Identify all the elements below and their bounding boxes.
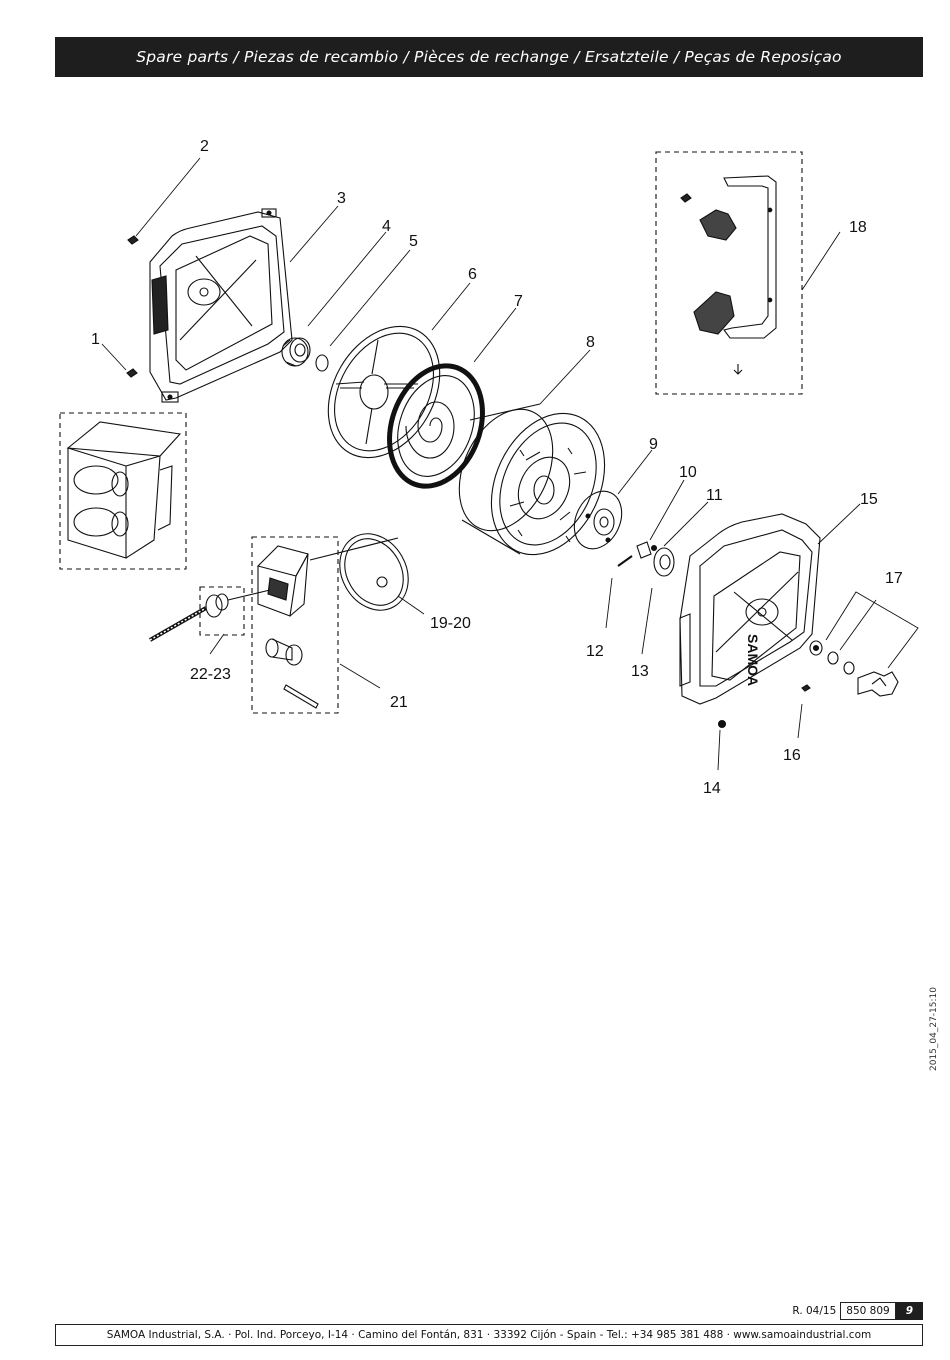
screw-part [126, 235, 139, 378]
fittings-parts [717, 640, 899, 729]
revision-label: R. 04/15 [792, 1305, 837, 1317]
hose-connector-kit [149, 586, 271, 642]
callout-8: 8 [586, 334, 595, 351]
hose-part [309, 533, 409, 611]
callout-22-23: 22-23 [190, 666, 231, 683]
page-header: Spare parts / Piezas de recambio / Pièce… [55, 37, 923, 77]
company-address: SAMOA Industrial, S.A. · Pol. Ind. Porce… [106, 1329, 872, 1341]
callout-10: 10 [679, 464, 697, 481]
callout-2: 2 [200, 138, 209, 155]
right-housing-part: SAMOA [679, 513, 821, 705]
revision-row: R. 04/15 850 809 9 [792, 1302, 923, 1320]
callout-16: 16 [783, 747, 801, 764]
callout-13: 13 [631, 663, 649, 680]
callout-11: 11 [706, 487, 723, 504]
small-shaft-parts [617, 541, 675, 577]
drum-part [458, 403, 606, 556]
header-title: Spare parts / Piezas de recambio / Pièce… [136, 48, 842, 66]
callout-labels: 1 2 3 4 5 6 7 8 9 10 11 12 13 14 15 16 1… [91, 138, 903, 797]
page-number: 9 [895, 1302, 923, 1320]
callout-1: 1 [91, 331, 100, 348]
company-address-footer: SAMOA Industrial, S.A. · Pol. Ind. Porce… [55, 1324, 923, 1346]
bushing-part [281, 337, 311, 367]
housing-logo: SAMOA [745, 634, 761, 686]
callout-21: 21 [390, 694, 408, 711]
mounting-bracket-kit [655, 151, 803, 395]
hub-plate-part [573, 490, 623, 550]
roller-guide-kit [59, 412, 187, 570]
callout-19-20: 19-20 [430, 615, 471, 632]
reference-number: 850 809 [840, 1302, 896, 1320]
callout-14: 14 [703, 780, 721, 797]
washer-part [315, 354, 329, 372]
callout-4: 4 [382, 218, 391, 235]
callout-3: 3 [337, 190, 346, 207]
callout-5: 5 [409, 233, 418, 250]
callout-6: 6 [468, 266, 477, 283]
callout-15: 15 [860, 491, 878, 508]
callout-18: 18 [849, 219, 867, 236]
callout-12: 12 [586, 643, 604, 660]
callout-9: 9 [649, 436, 658, 453]
left-housing-part [149, 208, 293, 403]
spring-cover-part [327, 325, 441, 459]
callout-17: 17 [885, 570, 903, 587]
guide-arm-kit [251, 536, 339, 714]
leader-lines [101, 157, 919, 771]
callout-7: 7 [514, 293, 523, 310]
spiral-spring-part [387, 363, 485, 489]
print-timestamp: 2015_04_27-15:10 [929, 987, 939, 1071]
